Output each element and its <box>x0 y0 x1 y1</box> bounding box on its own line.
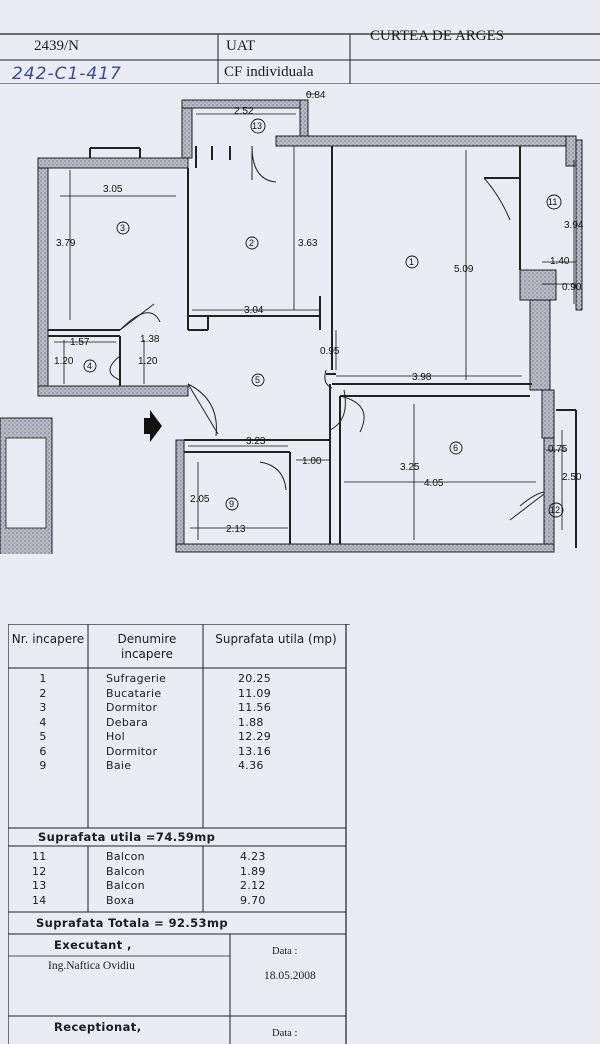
dim-label: 2.05 <box>190 494 210 505</box>
dimension-labels: 2.52 0.84 3.05 3.79 3.63 5.09 3.94 1.40 … <box>54 90 584 535</box>
dim-label: 1.20 <box>54 356 74 367</box>
room-area-cell: 11.56 <box>238 701 271 714</box>
dim-label: 0.84 <box>306 90 326 101</box>
balcony-area-cell: 4.23 <box>240 850 266 863</box>
interior-walls <box>48 146 577 548</box>
executant-label: Executant , <box>54 938 132 952</box>
dim-label: 2.50 <box>562 472 582 483</box>
balcony-nr-cell: 12 <box>32 864 47 878</box>
room-number: 1 <box>409 257 414 267</box>
header-grid <box>0 33 600 84</box>
floor-plan: 2.52 0.84 3.05 3.79 3.63 5.09 3.94 1.40 … <box>0 84 600 559</box>
balcony-nr-cell: 11 <box>32 850 47 863</box>
table-grid <box>8 624 350 1044</box>
dim-label: 1.38 <box>140 334 160 345</box>
room-number: 6 <box>453 443 458 453</box>
room-area-cell: 1.88 <box>238 715 264 729</box>
dim-label: 1.00 <box>302 456 322 467</box>
header-area: Suprafata utila (mp) <box>215 632 337 646</box>
room-name-cell: Dormitor <box>106 701 158 714</box>
date-value: 18.05.2008 <box>264 970 316 982</box>
handwritten-note: 242-C1-417 <box>12 64 122 84</box>
room-nr-cell: 1 <box>39 672 47 685</box>
dim-label: 3.94 <box>564 220 584 231</box>
grand-total: Suprafata Totala = 92.53mp <box>36 916 228 930</box>
dim-label: 1.57 <box>70 337 90 348</box>
receptionat-label: Receptionat, <box>54 1020 142 1034</box>
room-number: 4 <box>87 361 92 371</box>
header-nr: Nr. incapere <box>11 632 85 646</box>
room-area-cell: 4.36 <box>238 759 264 772</box>
room-name-cell: Debara <box>106 715 149 729</box>
balcony-name-cell: Balcon <box>106 879 145 892</box>
uat-label: UAT <box>226 38 256 54</box>
room-number: 5 <box>255 375 260 385</box>
room-nr-cell: 9 <box>39 759 47 772</box>
room-markers: 3 2 1 4 5 6 9 11 12 13 <box>83 118 564 518</box>
date-label-2: Data : <box>272 1028 298 1039</box>
balcony-area-cell: 2.12 <box>240 879 266 892</box>
floor-plan-drawing: 2.52 0.84 3.05 3.79 3.63 5.09 3.94 1.40 … <box>0 90 584 559</box>
dim-label: 3.98 <box>412 372 432 383</box>
room-area-cell: 20.25 <box>238 672 271 685</box>
balcony-name-cell: Boxa <box>106 893 135 907</box>
dimension-lines <box>54 93 576 540</box>
room-area-cell: 12.29 <box>238 730 271 743</box>
dim-label: 0.95 <box>320 346 340 357</box>
entrance-arrow-icon <box>144 410 162 442</box>
dim-label: 3.04 <box>244 305 264 316</box>
dim-label: 5.09 <box>454 264 474 275</box>
dim-label: 1.40 <box>550 256 570 267</box>
dim-label: 1.20 <box>138 356 158 367</box>
room-name-cell: Bucatarie <box>106 686 162 700</box>
dim-label: 4.05 <box>424 478 444 489</box>
room-area-cell: 13.16 <box>238 744 271 758</box>
door-swings <box>109 145 545 521</box>
room-name-cell: Hol <box>106 730 125 743</box>
dim-label: 3.05 <box>103 184 123 195</box>
balcony-name-cell: Balcon <box>106 864 145 878</box>
executant-name: Ing.Naftica Ovidiu <box>48 960 135 972</box>
date-label: Data : <box>272 946 298 957</box>
room-number: 9 <box>229 499 234 509</box>
balcony-name-cell: Balcon <box>106 850 145 863</box>
dim-label: 3.63 <box>298 238 318 249</box>
location: CURTEA DE ARGES <box>370 28 505 44</box>
room-number: 2 <box>249 238 254 248</box>
dim-label: 2.13 <box>226 524 246 535</box>
dim-label: 3.79 <box>56 238 76 249</box>
room-number: 12 <box>550 505 560 515</box>
cf-label: CF individuala <box>224 64 314 80</box>
header-name: Denumire incapere <box>117 632 177 661</box>
room-name-cell: Baie <box>106 759 132 772</box>
room-nr-cell: 4 <box>39 715 47 729</box>
room-nr-cell: 6 <box>39 744 47 758</box>
outer-walls <box>0 99 583 559</box>
room-nr-cell: 2 <box>39 686 47 700</box>
doc-number: 2439/N <box>34 38 79 54</box>
room-nr-cell: 5 <box>39 730 47 743</box>
room-name-cell: Dormitor <box>106 744 158 758</box>
dim-label: 2.52 <box>234 106 254 117</box>
room-nr-cell: 3 <box>39 701 47 714</box>
area-table: Nr. incapere Denumire incapere Suprafata… <box>8 624 350 1044</box>
dim-label: 0.75 <box>548 444 568 455</box>
balcony-area-cell: 9.70 <box>240 893 266 907</box>
room-number: 3 <box>120 223 125 233</box>
room-name-cell: Sufragerie <box>106 672 167 685</box>
balcony-nr-cell: 13 <box>32 879 47 892</box>
dim-label: 3.25 <box>400 462 420 473</box>
useful-total: Suprafata utila =74.59mp <box>38 830 216 844</box>
dim-label: 0.90 <box>562 282 582 293</box>
dim-label: 3.23 <box>246 436 266 447</box>
room-number: 13 <box>252 121 262 131</box>
balcony-area-cell: 1.89 <box>240 864 266 878</box>
room-number: 11 <box>548 197 557 207</box>
balcony-nr-cell: 14 <box>32 893 47 907</box>
room-area-cell: 11.09 <box>238 686 271 700</box>
document-header: 2439/N 242-C1-417 UAT CF individuala CUR… <box>0 18 600 84</box>
